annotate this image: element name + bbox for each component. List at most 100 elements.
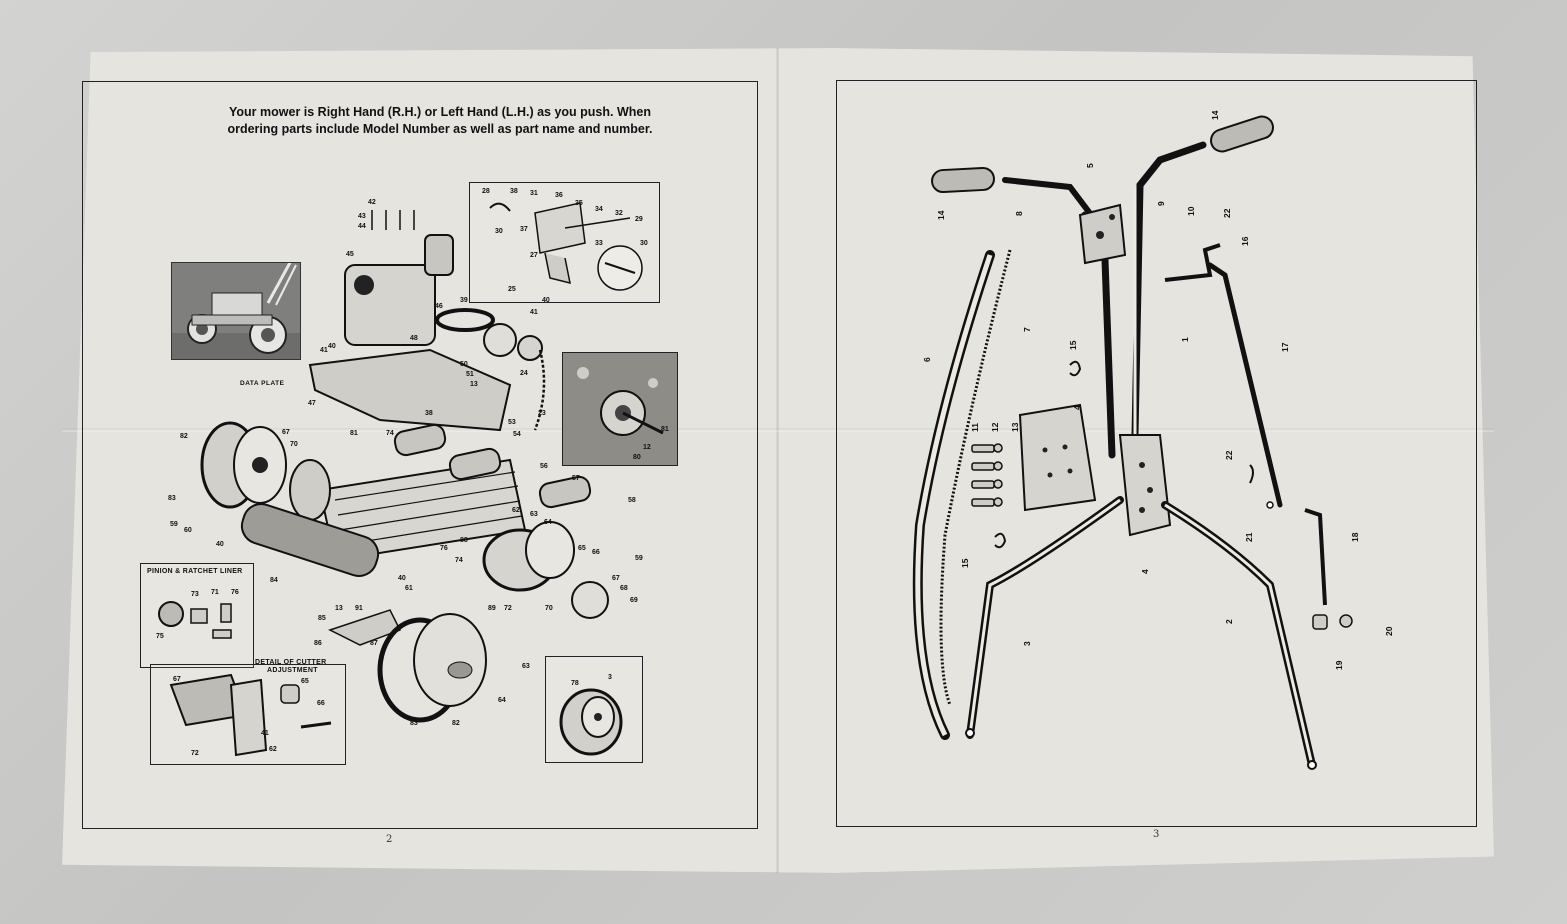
svg-text:63: 63	[530, 511, 538, 518]
mower-photo	[171, 258, 301, 360]
svg-text:24: 24	[520, 370, 528, 377]
svg-text:41: 41	[320, 347, 328, 354]
callout-6: 6	[922, 357, 932, 362]
svg-text:80: 80	[633, 454, 641, 461]
svg-text:31: 31	[530, 190, 538, 197]
handle-assembly-diagram	[912, 115, 1353, 770]
svg-text:36: 36	[555, 192, 563, 199]
svg-text:13: 13	[335, 605, 343, 612]
svg-text:38: 38	[425, 410, 433, 417]
svg-text:62: 62	[269, 746, 277, 753]
svg-text:25: 25	[508, 286, 516, 293]
svg-text:30: 30	[495, 228, 503, 235]
svg-text:56: 56	[540, 463, 548, 470]
svg-text:39: 39	[460, 297, 468, 304]
svg-text:67: 67	[173, 676, 181, 683]
left-page-frame	[82, 81, 758, 829]
callout-12: 12	[990, 422, 1000, 432]
svg-text:51: 51	[466, 371, 474, 378]
svg-text:58: 58	[628, 497, 636, 504]
svg-text:88: 88	[460, 537, 468, 544]
svg-text:40: 40	[216, 541, 224, 548]
svg-text:75: 75	[156, 633, 164, 640]
svg-text:60: 60	[184, 527, 192, 534]
svg-text:57: 57	[572, 475, 580, 482]
callout-20: 20	[1384, 626, 1394, 636]
svg-text:27: 27	[530, 252, 538, 259]
svg-text:46: 46	[435, 303, 443, 310]
callout-17: 17	[1280, 342, 1290, 352]
svg-text:41: 41	[261, 730, 269, 737]
svg-text:89: 89	[488, 605, 496, 612]
svg-text:73: 73	[191, 591, 199, 598]
page-number-right: 3	[1153, 829, 1160, 840]
svg-text:78: 78	[571, 680, 579, 687]
page-number-left: 2	[386, 834, 393, 845]
svg-text:86: 86	[314, 640, 322, 647]
callout-22-mid: 22	[1224, 450, 1234, 460]
svg-text:59: 59	[635, 555, 643, 562]
svg-text:40: 40	[328, 343, 336, 350]
svg-text:62: 62	[512, 507, 520, 514]
callout-4-bottom: 4	[1140, 569, 1150, 574]
hub-detail-drawing: 78 3	[559, 674, 623, 756]
callout-11: 11	[970, 423, 980, 432]
svg-text:63: 63	[522, 663, 530, 670]
horizontal-fold	[62, 428, 1494, 432]
callout-10: 10	[1186, 206, 1196, 216]
svg-text:13: 13	[470, 381, 478, 388]
svg-text:65: 65	[301, 678, 309, 685]
svg-text:53: 53	[508, 419, 516, 426]
svg-text:50: 50	[460, 361, 468, 368]
svg-text:65: 65	[578, 545, 586, 552]
callout-15-bottom: 15	[960, 558, 970, 568]
wheel-detail-drawing: 81 12 80	[563, 353, 677, 465]
cutter-box-title-1: DETAIL OF CUTTER	[255, 659, 327, 666]
callout-14-left: 14	[936, 210, 946, 220]
svg-text:67: 67	[612, 575, 620, 582]
callout-1: 1	[1180, 337, 1190, 342]
callout-22-top: 22	[1222, 208, 1232, 218]
callout-19: 19	[1334, 660, 1344, 670]
svg-text:41: 41	[530, 309, 538, 316]
mower-photo-drawing	[172, 258, 300, 359]
svg-text:59: 59	[170, 521, 178, 528]
callout-4-top: 4	[1072, 405, 1082, 410]
svg-text:67: 67	[282, 429, 290, 436]
callout-18: 18	[1350, 532, 1360, 542]
svg-text:81: 81	[350, 430, 358, 437]
callout-2: 2	[1224, 619, 1234, 624]
callout-9: 9	[1156, 201, 1166, 206]
svg-text:37: 37	[520, 226, 528, 233]
svg-text:23: 23	[538, 410, 546, 417]
svg-text:76: 76	[231, 589, 239, 596]
callout-7: 7	[1022, 327, 1032, 332]
svg-text:82: 82	[180, 433, 188, 440]
svg-text:72: 72	[504, 605, 512, 612]
callout-5: 5	[1085, 163, 1095, 168]
svg-text:72: 72	[191, 750, 199, 757]
svg-text:70: 70	[545, 605, 553, 612]
cutter-box-title-2: ADJUSTMENT	[267, 667, 318, 674]
callout-14-right: 14	[1210, 110, 1220, 120]
svg-text:91: 91	[355, 605, 363, 612]
svg-text:3: 3	[608, 674, 612, 681]
callout-3: 3	[1022, 641, 1032, 646]
svg-text:81: 81	[661, 426, 669, 433]
svg-text:43: 43	[358, 213, 366, 220]
left-page-heading: Your mower is Right Hand (R.H.) or Left …	[150, 104, 730, 138]
svg-text:64: 64	[544, 519, 552, 526]
svg-text:83: 83	[168, 495, 176, 502]
callout-13: 13	[1010, 422, 1020, 432]
svg-text:76: 76	[440, 545, 448, 552]
svg-text:42: 42	[368, 199, 376, 206]
svg-text:64: 64	[498, 697, 506, 704]
svg-text:83: 83	[410, 720, 418, 727]
